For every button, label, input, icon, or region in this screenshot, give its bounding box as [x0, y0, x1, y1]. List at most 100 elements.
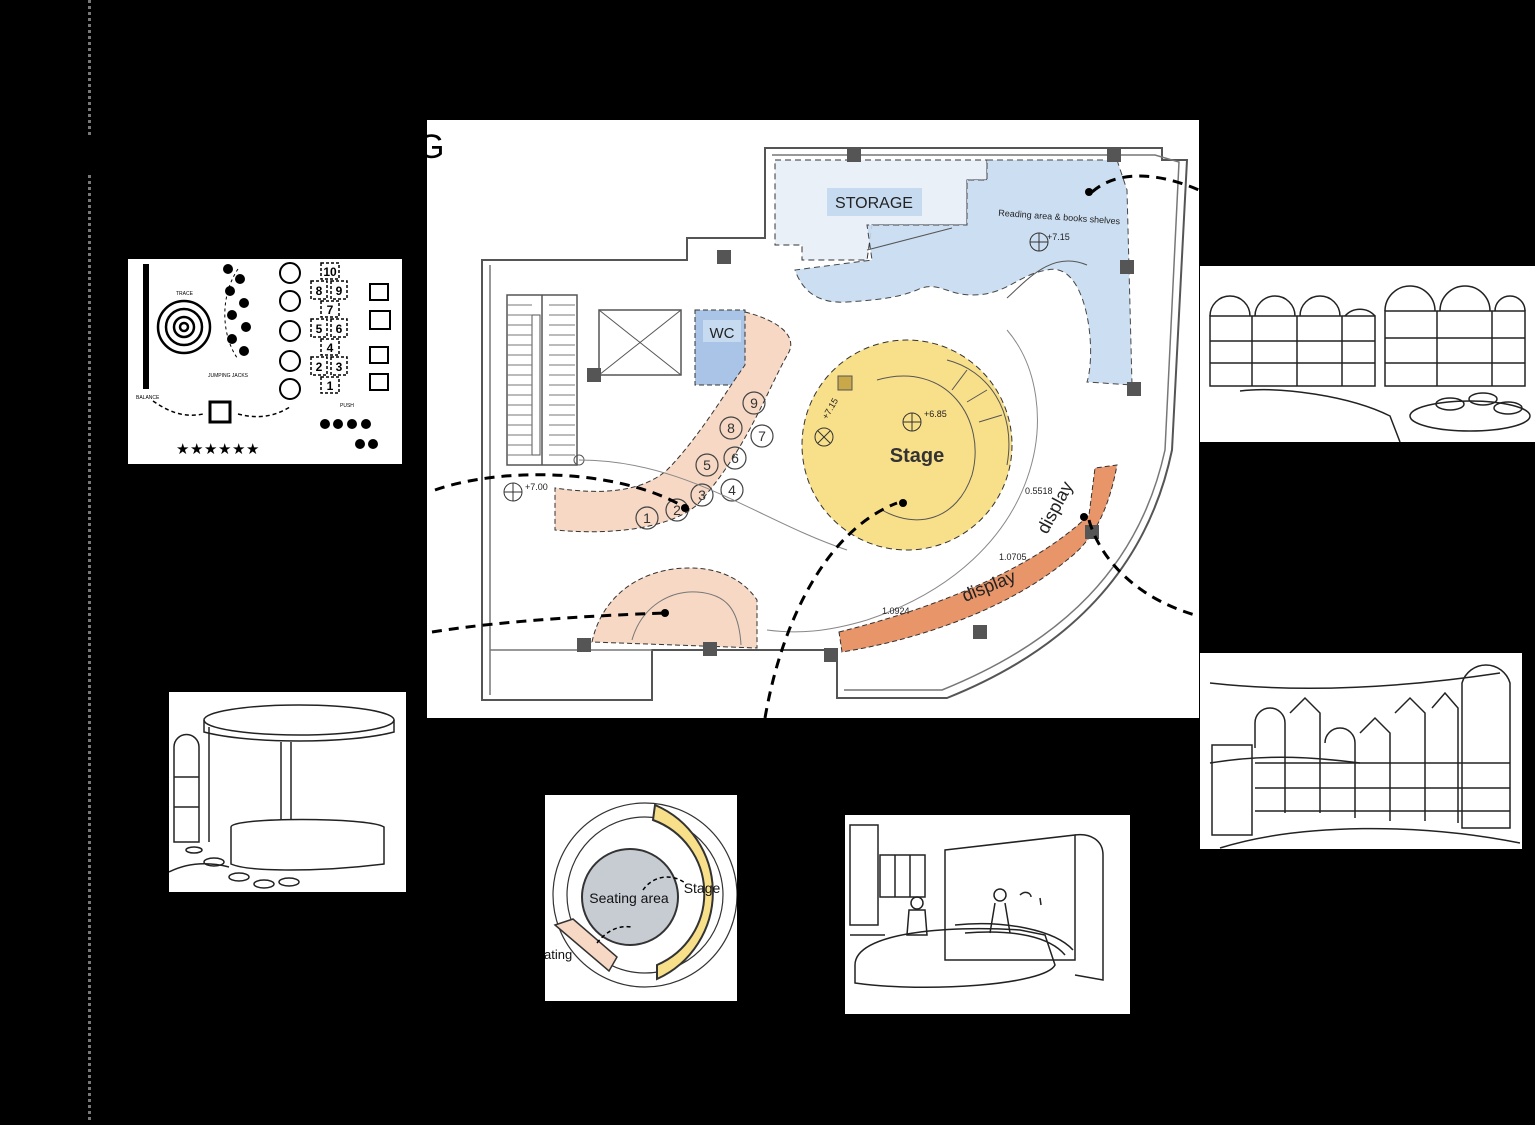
columns: [577, 148, 1141, 662]
trace-spiral: [156, 299, 212, 355]
balance-label: BALANCE: [136, 395, 160, 401]
dot-column: [223, 264, 251, 356]
hop-1: 1: [327, 379, 334, 393]
level-700-label: +7.00: [525, 482, 548, 492]
bookshelf-sketch-top: [1200, 266, 1535, 442]
reading-shelves: [866, 227, 1088, 299]
stage-box: [837, 375, 853, 391]
wc-label: WC: [710, 325, 735, 342]
hopscotch-boxes: [310, 262, 348, 394]
bookshelf-sketch-bottom: [1200, 653, 1522, 849]
seating-half-round: [591, 567, 758, 649]
stage-inner-arc: [876, 375, 976, 521]
floor-plan-svg: STORAGE Reading area & books shelves +7.…: [431, 147, 1199, 718]
display-marker: [1080, 513, 1088, 521]
seating-arc-zone: [553, 918, 618, 973]
play-mat-panel: BALANCE TRACE 10 8 9 7 5: [128, 259, 402, 464]
level-marker-715b-cross-b: [817, 430, 831, 444]
dashed-curve: [224, 268, 239, 360]
flow-arrow-bottom-left: [431, 611, 666, 634]
divider-line-top: [88, 0, 91, 135]
display-band: [838, 464, 1118, 653]
inner-ring-curve: [766, 329, 1038, 633]
step-9: 9: [750, 395, 758, 411]
step-4: 4: [728, 482, 736, 498]
step-1: 1: [643, 510, 651, 526]
svg-text:★: ★: [176, 441, 189, 458]
level-685-label: +6.85: [924, 409, 947, 419]
stepping-path: [554, 311, 792, 533]
svg-text:★: ★: [232, 441, 245, 458]
storage-label-box: [827, 188, 922, 216]
seating-inner-arc: [631, 591, 742, 646]
hop-10: 10: [323, 265, 337, 279]
zone-stage-label: Stage: [684, 880, 721, 896]
hop-7: 7: [327, 303, 334, 317]
step-5: 5: [703, 457, 711, 473]
step-3: 3: [698, 487, 706, 503]
stage-scene-sketch: [845, 815, 1130, 1014]
star-row: ★★★ ★★★: [176, 441, 259, 458]
svg-text:★: ★: [190, 441, 203, 458]
dim-05518: 0.5518: [1025, 486, 1053, 496]
right-squares: [369, 283, 391, 391]
zoning-diagram: Seating area Stage ating: [545, 795, 737, 1001]
staircase: [506, 294, 578, 466]
hop-8: 8: [316, 284, 323, 298]
hop-9: 9: [336, 284, 343, 298]
stage-scene-svg: [849, 824, 1104, 989]
svg-text:★: ★: [218, 441, 231, 458]
bookshelf-top-svg: [1209, 285, 1531, 442]
seating-circle-zone: [581, 848, 679, 946]
reception-svg: [169, 704, 395, 889]
stage-arc-zone: [651, 803, 714, 981]
dashed-arc-right: [237, 406, 291, 418]
zoning-svg: Seating area Stage ating: [545, 802, 737, 988]
hopscotch-numbers: 10 8 9 7 5 6 4 2 3 1: [316, 265, 343, 393]
reading-area-marker: [1085, 188, 1093, 196]
zone-seating-label: Seating area: [589, 890, 669, 906]
level-715-label: +7.15: [1047, 232, 1070, 242]
stage-zone: [801, 339, 1013, 551]
stage-label: Stage: [890, 445, 944, 467]
outer-wall: [481, 147, 1189, 701]
flow-arrow-bottom: [763, 501, 898, 718]
footprints: [279, 262, 301, 400]
level-marker-715b: [814, 427, 834, 447]
reading-area-zone: [794, 159, 1133, 386]
hand-prints: [320, 419, 378, 449]
step-6: 6: [731, 450, 739, 466]
balance-beam: [143, 264, 149, 389]
storage-label: STORAGE: [835, 195, 913, 212]
reception-desk-sketch: [169, 692, 406, 892]
zoning-arrow-2: [596, 925, 632, 944]
hop-2: 2: [316, 360, 323, 374]
svg-text:★: ★: [246, 441, 259, 458]
dim-10924: 1.0924: [882, 606, 910, 616]
floor-plan-panel: STORAGE Reading area & books shelves +7.…: [427, 120, 1199, 718]
bookshelf-bottom-svg: [1209, 664, 1521, 849]
step-2: 2: [673, 502, 681, 518]
stage-marker: [899, 499, 907, 507]
zoning-arrow-1: [642, 876, 686, 891]
title-fragment: G: [418, 128, 445, 166]
divider-line-main: [88, 175, 91, 1120]
zone-seating-partial-label: ating: [545, 947, 572, 962]
hop-4: 4: [327, 341, 334, 355]
dim-10705: 1.0705: [999, 552, 1027, 562]
step-8: 8: [727, 420, 735, 436]
hop-3: 3: [336, 360, 343, 374]
stair-treads: [507, 304, 575, 456]
jumping-square: [208, 400, 232, 424]
inner-wall: [772, 154, 1180, 691]
jumping-jacks-label: JUMPING JACKS: [208, 373, 249, 379]
step-numbers: 1 2 3 4 5 6 7 8 9: [643, 395, 766, 526]
trace-label: TRACE: [176, 291, 194, 297]
dashed-arc-left: [152, 400, 204, 416]
hop-6: 6: [336, 322, 343, 336]
circulation-curve: [578, 459, 848, 551]
hop-5: 5: [316, 322, 323, 336]
push-label: PUSH: [340, 403, 354, 409]
stage-seats: [946, 359, 1010, 466]
wc-label-box: [703, 320, 741, 342]
